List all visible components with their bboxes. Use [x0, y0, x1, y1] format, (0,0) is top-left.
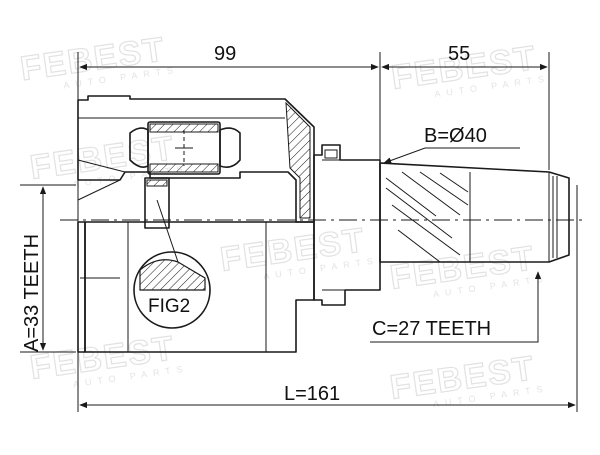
fig2-label: FIG2: [148, 296, 190, 317]
dim-shaft-length: 55: [448, 43, 470, 65]
dim-total-length: L=161: [284, 383, 340, 405]
spline-bore: [144, 177, 170, 229]
joint-housing: [77, 95, 381, 353]
fig2-detail: FIG2: [133, 199, 211, 329]
splined-shaft: [379, 162, 570, 263]
leader-c: [370, 271, 542, 343]
neck: [313, 144, 381, 306]
dimension-lines: [39, 63, 576, 409]
housing-upper: [77, 95, 315, 223]
dim-outer-spline: B=Ø40: [424, 125, 487, 147]
dim-inner-teeth: A=33 TEETH: [21, 234, 43, 352]
dim-housing-length: 99: [214, 43, 236, 65]
dim-shaft-teeth: C=27 TEETH: [372, 318, 491, 340]
spline-teeth: [385, 171, 469, 263]
leader-b: [383, 147, 520, 164]
